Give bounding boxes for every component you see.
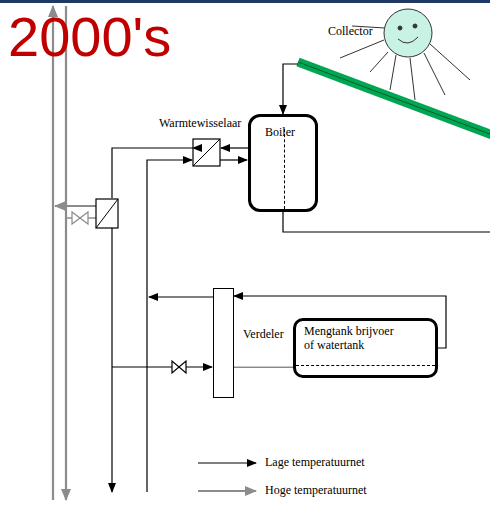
high-temp-pipe bbox=[52, 6, 54, 500]
pipe bbox=[112, 366, 212, 367]
collector-label: Collector bbox=[328, 24, 373, 39]
distributor-box: Verdeler bbox=[213, 288, 234, 398]
outside-heading: Verdeler bbox=[243, 327, 284, 341]
collector-edge bbox=[298, 62, 490, 136]
valve-symbol bbox=[72, 212, 88, 224]
pipe bbox=[221, 147, 248, 148]
high-temp-pipe bbox=[55, 205, 96, 207]
legend-text: Hoge temperatuurnet bbox=[265, 483, 367, 498]
diagram-title: 2000's bbox=[8, 6, 171, 68]
top-strip bbox=[0, 0, 490, 3]
pipe-connector bbox=[234, 367, 293, 368]
heat-exchanger bbox=[193, 139, 220, 166]
legend-line-sample bbox=[198, 462, 256, 463]
dashed-level-line bbox=[296, 365, 435, 366]
node-text: Mengtank brijvoer of watertank bbox=[304, 324, 404, 353]
boiler-tank: Boiler bbox=[248, 114, 318, 212]
node-text: Boiler bbox=[265, 125, 315, 139]
pipe bbox=[220, 159, 247, 160]
pipe bbox=[111, 228, 112, 492]
mixing-tank: Mengtank brijvoer of watertank bbox=[293, 318, 438, 378]
dashed-divider bbox=[284, 129, 285, 209]
legend-text: Lage temperatuurnet bbox=[265, 455, 365, 470]
heat-exchanger bbox=[96, 199, 118, 228]
collector-supply-pipe bbox=[283, 64, 298, 114]
heat-exchanger-label: Warmtewisselaar bbox=[159, 116, 241, 131]
pipe bbox=[112, 148, 193, 198]
valve-symbol bbox=[172, 361, 186, 373]
solar-collector bbox=[298, 62, 490, 136]
legend-line-sample bbox=[198, 490, 256, 492]
high-temp-pipe bbox=[65, 6, 67, 500]
pipe bbox=[147, 160, 192, 492]
pipe bbox=[149, 296, 213, 297]
collector-return-pipe bbox=[283, 212, 490, 232]
